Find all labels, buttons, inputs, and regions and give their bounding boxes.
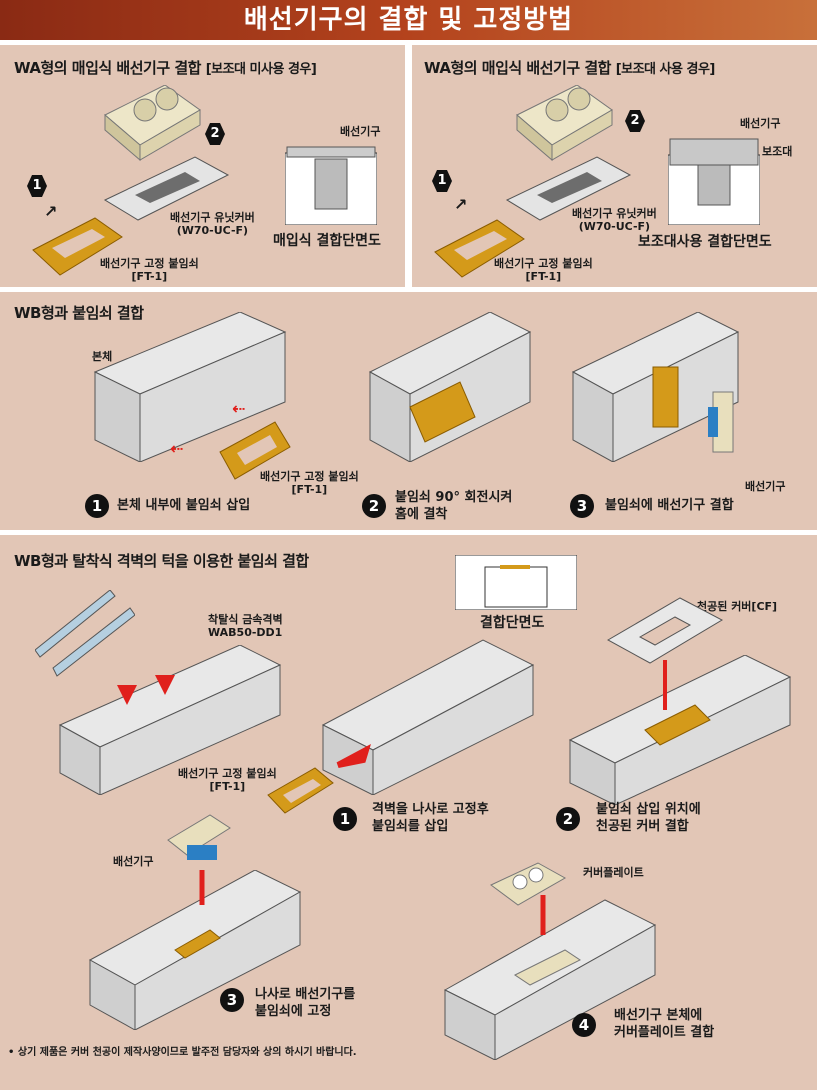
step-4-badge: 4: [572, 1013, 596, 1037]
step-1-badge: 1: [432, 170, 452, 192]
partition-illustration: [35, 590, 135, 677]
mounting-plate-illustration: [434, 219, 525, 278]
unit-cover-illustration: [103, 156, 230, 221]
section-heading: WB형과 붙임쇠 결합: [14, 304, 144, 322]
unit-cover-illustration: [505, 156, 632, 221]
duct-illustration-1: [93, 312, 287, 462]
duct-illustration-2: [321, 639, 535, 795]
duct-illustration-2: [368, 312, 532, 462]
duct-illustration-1: [58, 645, 282, 795]
step-1-badge: 1: [27, 175, 47, 197]
cross-section-caption: 보조대사용 결합단면도: [638, 234, 772, 250]
step-2-badge: 2: [625, 110, 645, 132]
step-3-text: 붙임쇠에 배선기구 결합: [605, 498, 734, 513]
duct-illustration-3: [571, 312, 740, 462]
mounting-plate-illustration: [267, 767, 334, 814]
cover-plate-label: 커버플레이트: [583, 866, 644, 879]
cover-plate-illustration: [490, 862, 567, 906]
arrow-icon: ↗: [44, 202, 58, 221]
step-2-badge: 2: [556, 807, 580, 831]
duct-illustration-3: [568, 655, 792, 805]
unit-cover-label: 배선기구 유닛커버(W70-UC-F): [572, 207, 657, 233]
cross-section-caption: 매입식 결합단면도: [273, 233, 381, 249]
plate-label: 배선기구 고정 붙임쇠[FT-1]: [260, 470, 359, 496]
footnote: • 상기 제품은 커버 천공이 제작사양이므로 발주전 담당자와 상의 하시기 …: [8, 1047, 357, 1058]
mounting-plate-illustration: [219, 421, 291, 480]
panel-wa-no-support: WA형의 매입식 배선기구 결합 [보조대 미사용 경우] 2 1 ↗ 배선기구…: [0, 45, 405, 287]
duct-illustration-4: [88, 870, 302, 1030]
cross-section-illustration: [455, 555, 577, 610]
section-heading: WA형의 매입식 배선기구 결합 [보조대 미사용 경우]: [14, 59, 317, 77]
cross-section-illustration: [285, 146, 377, 225]
step-1-text: 본체 내부에 붙임쇠 삽입: [117, 498, 251, 513]
page-title: 배선기구의 결합 및 고정방법: [0, 0, 817, 40]
plate-label: 배선기구 고정 붙임쇠[FT-1]: [100, 257, 199, 283]
insert-arrow-icon: ⇠: [232, 399, 246, 418]
device-illustration: [516, 85, 613, 162]
step-3-badge: 3: [570, 494, 594, 518]
plate-label: 배선기구 고정 붙임쇠[FT-1]: [178, 767, 277, 793]
punched-cover-label: 천공된 커버[CF]: [697, 600, 778, 613]
step-3-badge: 3: [220, 988, 244, 1012]
cross-section-illustration: [668, 138, 760, 225]
step-2-badge: 2: [205, 123, 225, 145]
body-label: 본체: [92, 350, 113, 363]
step-1-badge: 1: [333, 807, 357, 831]
cross-section-caption: 결합단면도: [480, 615, 545, 631]
section-heading: WB형과 탈착식 격벽의 턱을 이용한 붙임쇠 결합: [14, 552, 309, 570]
device-label: 배선기구: [740, 117, 781, 130]
support-label: 보조대: [762, 145, 793, 158]
step-2-badge: 2: [362, 494, 386, 518]
arrow-icon: ↗: [454, 195, 468, 214]
unit-cover-label: 배선기구 유닛커버(W70-UC-F): [170, 211, 255, 237]
device-illustration: [167, 814, 231, 860]
panel-wa-support: WA형의 매입식 배선기구 결합 [보조대 사용 경우] 2 1 ↗ 배선기구 …: [412, 45, 817, 287]
insert-arrow-icon: ⇠: [170, 439, 184, 458]
device-illustration: [104, 85, 201, 162]
punched-cover-illustration: [606, 597, 724, 664]
duct-illustration-5: [443, 895, 657, 1060]
plate-label: 배선기구 고정 붙임쇠[FT-1]: [494, 257, 593, 283]
device-label: 배선기구: [113, 855, 154, 868]
device-label: 배선기구: [340, 125, 381, 138]
step-1-badge: 1: [85, 494, 109, 518]
mounting-plate-illustration: [32, 217, 123, 276]
panel-wb: WB형과 붙임쇠 결합 본체 ⇠ ⇠ 배선기구 고정 붙임쇠[FT-1] 배선기…: [0, 292, 817, 530]
device-label: 배선기구: [745, 480, 786, 493]
section-heading: WA형의 매입식 배선기구 결합 [보조대 사용 경우]: [424, 59, 715, 77]
